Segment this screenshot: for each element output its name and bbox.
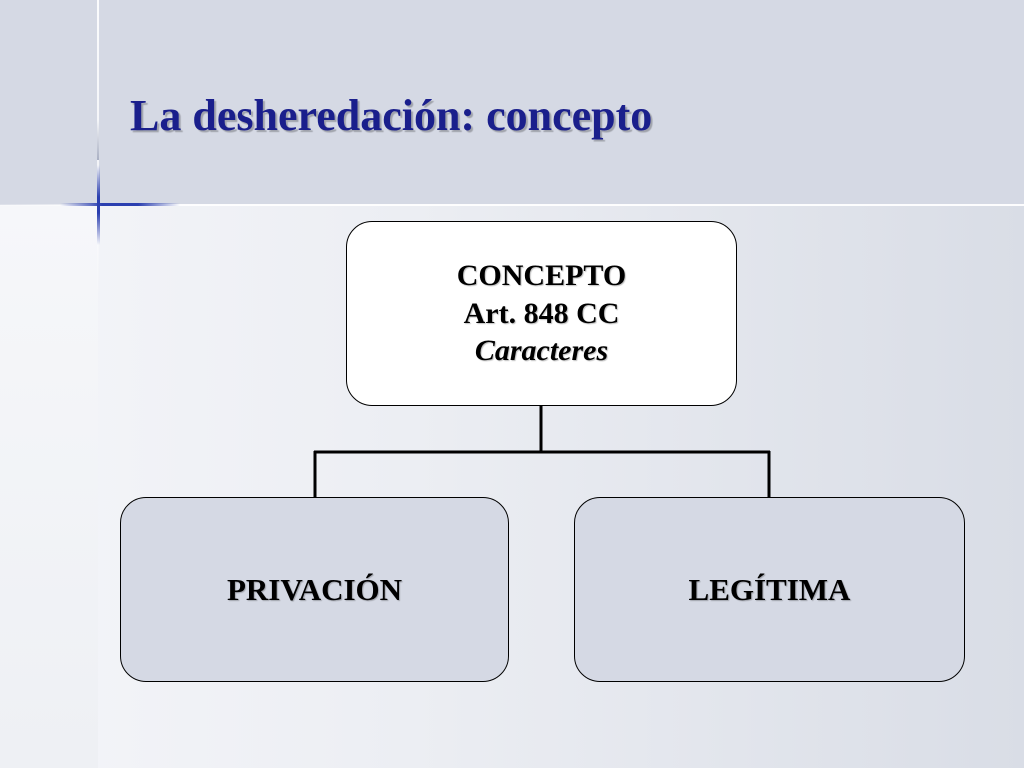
child-node-legitima: LEGÍTIMA xyxy=(574,497,965,682)
child-node-label: PRIVACIÓN xyxy=(226,571,403,607)
header-divider-line xyxy=(0,204,1024,206)
child-node-privacion: PRIVACIÓN xyxy=(120,497,509,682)
decorative-cross-vertical xyxy=(97,165,100,245)
slide-title: La desheredación: concepto xyxy=(130,91,653,140)
left-margin-strip xyxy=(0,205,98,768)
root-node-line-3: Caracteres xyxy=(474,334,609,368)
cross-tick xyxy=(97,120,99,160)
root-node-line-1: CONCEPTO xyxy=(456,259,627,293)
header-band xyxy=(0,0,1024,205)
root-node-concepto: CONCEPTO Art. 848 CC Caracteres xyxy=(346,221,737,406)
child-node-label: LEGÍTIMA xyxy=(688,571,851,607)
decorative-cross-horizontal xyxy=(60,203,180,206)
root-node-line-2: Art. 848 CC xyxy=(463,296,620,330)
